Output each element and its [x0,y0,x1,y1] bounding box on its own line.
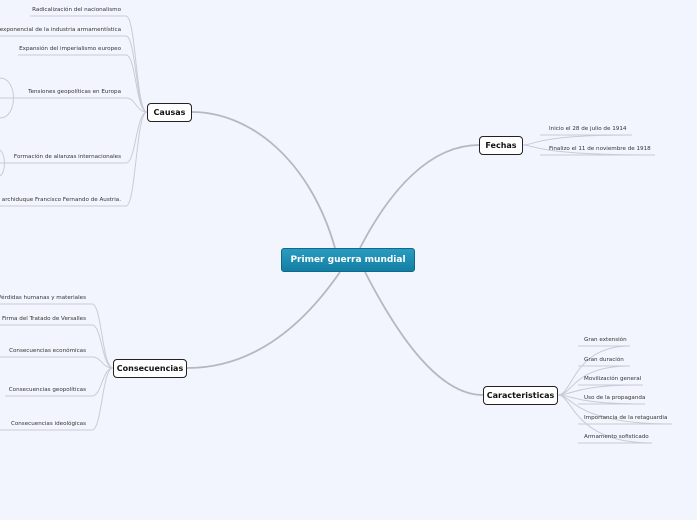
branch-caracteristicas [364,271,484,396]
causas-item[interactable]: l archiduque Francisco Fernando de Austr… [0,197,121,203]
leaf-connector [125,97,148,113]
central-topic-label: Primer guerra mundial [290,255,406,265]
consecuencias-item[interactable]: Pérdidas humanas y materiales [0,295,86,301]
central-topic[interactable]: Primer guerra mundial [281,248,415,272]
leaf-connector [557,394,653,444]
topic-causas-label: Causas [153,108,186,117]
branch-causas [191,111,336,249]
topic-caracteristicas[interactable]: Caracteristicas [483,386,558,405]
leaf-connector [91,356,114,369]
consecuencias-item[interactable]: Firma del Tratado de Versalles [2,316,86,322]
leaf-connector [125,54,148,113]
leaf-connector [557,365,631,396]
fechas-item[interactable]: Finalizo el 11 de noviembre de 1918 [549,146,651,152]
leaf-connector [91,303,114,369]
topic-consecuencias-label: Consecuencias [116,364,184,373]
branch-fechas [359,144,480,249]
causas-item[interactable]: exponencial de la industria armamentísti… [0,27,121,33]
causas-item[interactable]: Expansión del imperialismo europeo [19,46,121,52]
leaf-connector [557,345,631,396]
leaf-connector [125,15,148,113]
leaf-connector [91,367,114,431]
leaf-connector [522,134,633,146]
caracteristicas-item[interactable]: Gran duración [584,357,624,363]
causas-item[interactable]: Tensiones geopolíticas en Europa [28,89,121,95]
caracteristicas-item[interactable]: Importancia de la retaguardia [584,415,668,421]
leaf-connector [557,394,646,405]
leaf-connector [557,384,644,396]
causas-item[interactable]: Formación de alianzas internacionales [13,154,121,160]
topic-caracteristicas-label: Caracteristicas [486,391,555,400]
fechas-item[interactable]: Inicio el 28 de julio de 1914 [549,126,627,132]
caracteristicas-item[interactable]: Gran extensión [584,337,627,343]
caracteristicas-item[interactable]: Movilización general [584,376,642,382]
leaf-connector [125,35,148,113]
consecuencias-item[interactable]: Consecuencias económicas [9,348,86,354]
leaf-connector [125,111,148,207]
sub-connector [0,149,5,177]
caracteristicas-item[interactable]: Uso de la propaganda [584,395,646,401]
caracteristicas-item[interactable]: Armamento sofisticado [584,434,649,440]
topic-causas[interactable]: Causas [147,103,192,122]
causas-item[interactable]: Radicalización del nacionalismo [32,7,121,13]
branch-consecuencias [186,271,341,369]
consecuencias-item[interactable]: Consecuencias geopolíticas [8,387,86,393]
topic-consecuencias[interactable]: Consecuencias [113,359,187,378]
leaf-connector [91,367,114,397]
leaf-connector [91,324,114,369]
leaf-connector [522,144,656,156]
topic-fechas-label: Fechas [485,141,517,150]
sub-connector [0,77,14,119]
topic-fechas[interactable]: Fechas [479,136,523,155]
consecuencias-item[interactable]: Consecuencias ideológicas [10,421,86,427]
